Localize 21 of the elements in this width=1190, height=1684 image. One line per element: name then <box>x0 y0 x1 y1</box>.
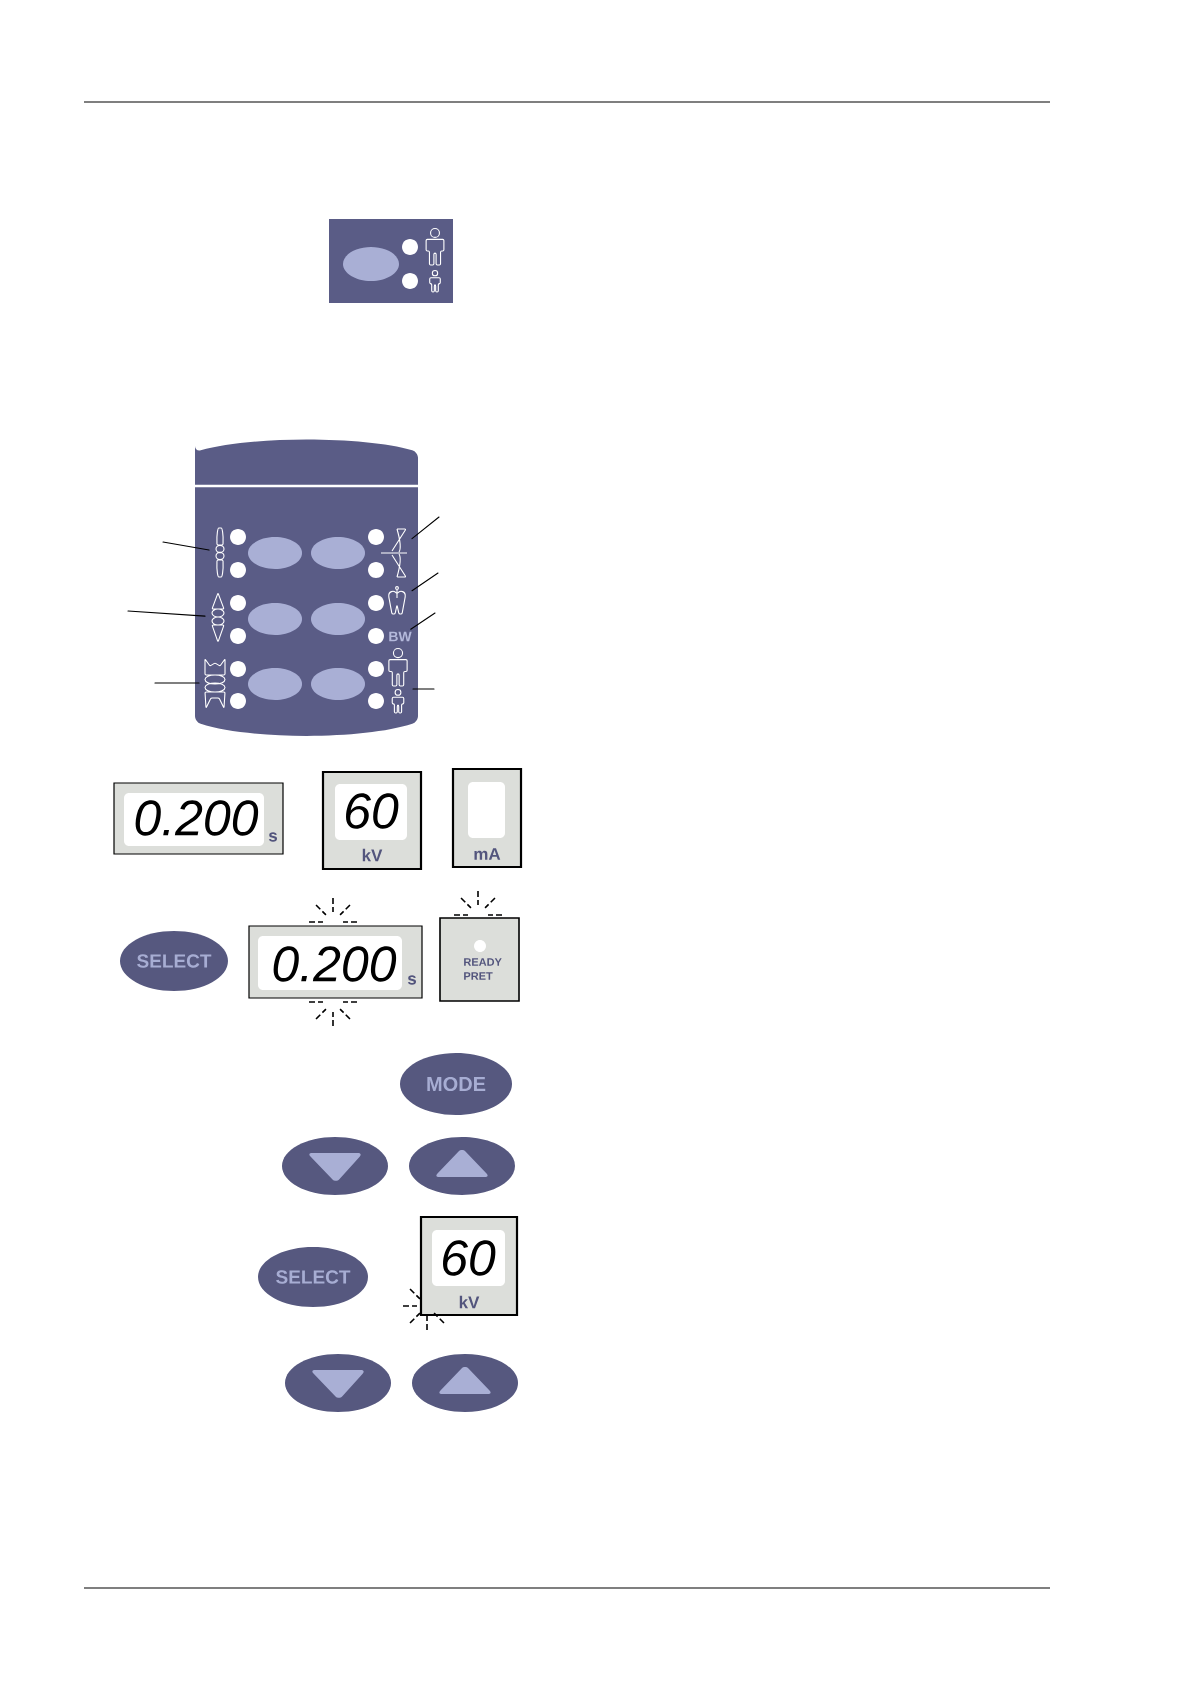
leader-line <box>411 516 440 540</box>
lcd-display: 0.200 s <box>248 925 423 999</box>
leader-line <box>412 688 435 690</box>
tooth-root-icon <box>388 586 406 615</box>
projection-icon <box>380 528 408 578</box>
lcd-display: mA <box>451 767 523 869</box>
panel-label: BW <box>389 631 412 642</box>
molar-icon <box>204 659 226 708</box>
oval-button: SELECT <box>258 1247 368 1307</box>
oval-button: MODE <box>400 1053 512 1115</box>
adult-child-icon <box>388 647 408 714</box>
leader-line <box>154 682 200 684</box>
lcd-display: 60 kV <box>321 770 423 871</box>
oval-button: SELECT <box>120 931 228 991</box>
indicator-panel: READY PRET <box>439 917 520 1002</box>
incisor-icon <box>215 527 225 578</box>
canine-tooth-icon <box>211 593 225 642</box>
leader-line <box>411 572 439 592</box>
lcd-display: 0.200 s <box>113 782 284 855</box>
lcd-display: 60 kV <box>419 1215 519 1317</box>
leader-line <box>410 612 436 630</box>
